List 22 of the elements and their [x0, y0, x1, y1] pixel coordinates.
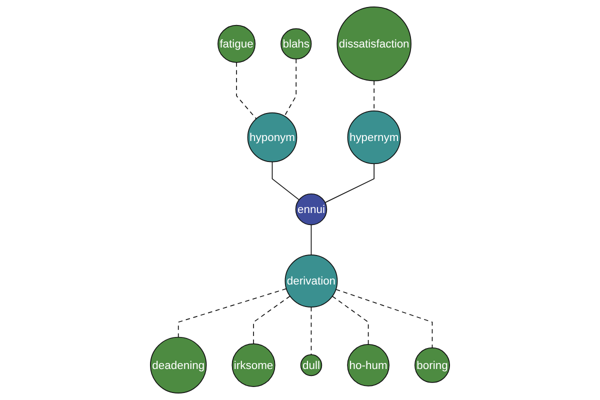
node-circle: dull	[300, 354, 322, 376]
connector	[284, 58, 297, 117]
connector	[310, 224, 312, 256]
node-circle: hyponym	[247, 112, 298, 162]
node-circle: ho-hum	[347, 344, 390, 386]
node-circle: irksome	[232, 343, 276, 387]
connector	[272, 161, 300, 200]
connector	[178, 288, 287, 338]
node-circle: blahs	[280, 28, 312, 60]
node-circle: derivation	[284, 254, 338, 308]
connector	[236, 62, 257, 120]
node-circle: ennui	[295, 193, 328, 226]
connector	[324, 163, 374, 203]
connector	[310, 306, 312, 356]
node-circle: hypernym	[347, 110, 401, 164]
connector	[335, 288, 433, 348]
connector	[332, 296, 369, 345]
node-circle: boring	[414, 347, 450, 383]
node-circle: deadening	[150, 336, 207, 394]
node-circle: dissatisfaction	[336, 6, 412, 82]
connector	[253, 296, 290, 344]
node-circle: fatigue	[218, 24, 256, 63]
